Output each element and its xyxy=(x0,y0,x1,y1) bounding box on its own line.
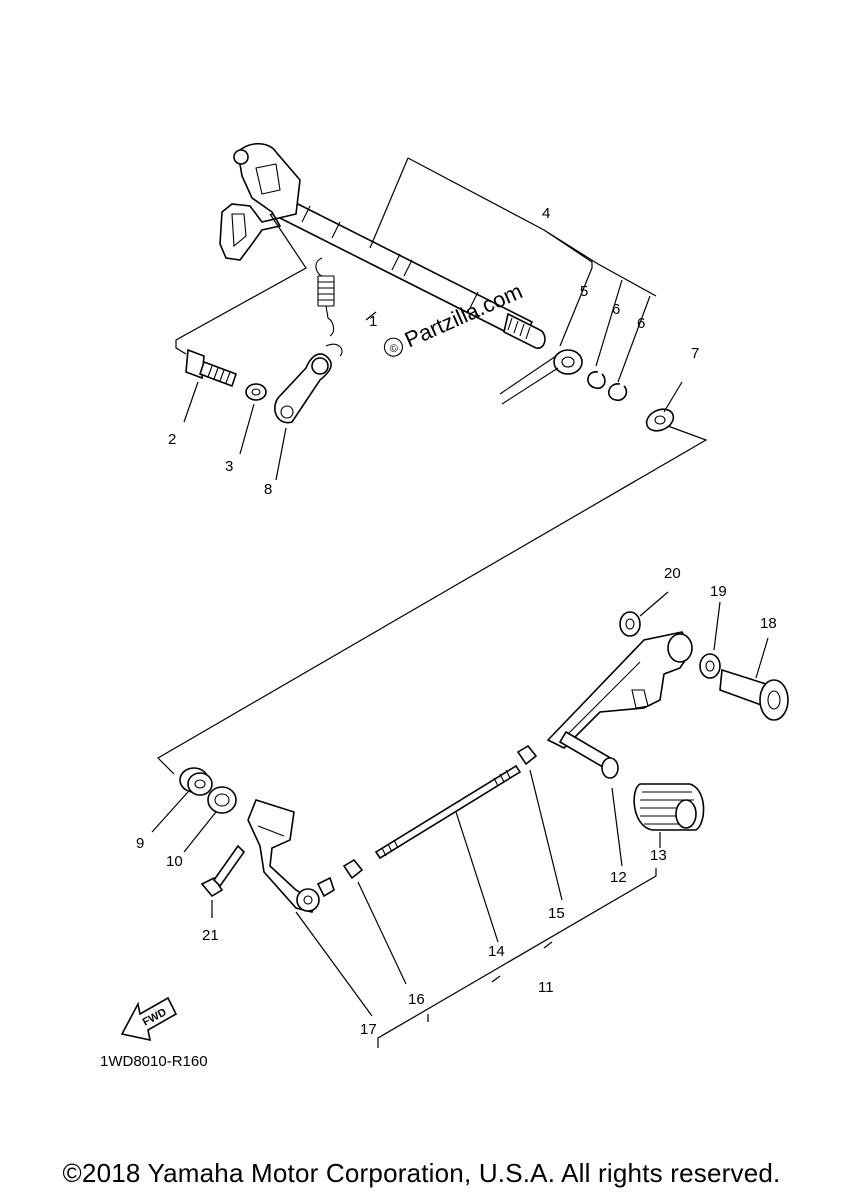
callout-21: 21 xyxy=(202,927,219,944)
part-13-rubber xyxy=(633,783,705,831)
part-16-nut xyxy=(342,858,364,880)
callout-3: 3 xyxy=(225,458,233,475)
callout-15: 15 xyxy=(548,905,565,922)
part-9-bushing xyxy=(179,767,213,796)
callout-10: 10 xyxy=(166,853,183,870)
part-8-stopper-lever xyxy=(274,343,343,424)
part-7-washer xyxy=(645,408,675,432)
shift-arm xyxy=(247,799,335,913)
callout-labels: 1 2 3 4 5 6 6 7 8 9 10 11 12 13 14 15 16… xyxy=(136,205,777,1038)
shift-shaft-assembly xyxy=(219,142,546,349)
part-14-shift-rod xyxy=(374,764,522,860)
part-12-shift-pedal xyxy=(546,631,693,779)
copyright-footer: ©2018 Yamaha Motor Corporation, U.S.A. A… xyxy=(62,1158,781,1188)
figure-code: 1WD8010-R160 xyxy=(100,1053,208,1070)
part-21-bolt xyxy=(200,844,246,898)
callout-20: 20 xyxy=(664,565,681,582)
callout-7: 7 xyxy=(691,345,699,362)
callout-5: 5 xyxy=(580,283,588,300)
leader-lines-lower xyxy=(151,591,769,1048)
callout-17: 17 xyxy=(360,1021,377,1038)
fwd-arrow-icon: FWD xyxy=(120,996,178,1042)
callout-6b: 6 xyxy=(637,315,645,332)
callout-18: 18 xyxy=(760,615,777,632)
callout-13: 13 xyxy=(650,847,667,864)
part-15-nut xyxy=(516,744,538,766)
callout-1: 1 xyxy=(369,313,377,330)
callout-8: 8 xyxy=(264,481,272,498)
part-18-pivot-bolt xyxy=(719,668,789,721)
part-1-spring xyxy=(315,257,335,337)
leader-lines-upper xyxy=(157,157,708,775)
callout-11: 11 xyxy=(538,979,554,996)
callout-9: 9 xyxy=(136,835,144,852)
part-6-circlips xyxy=(587,371,628,402)
callout-19: 19 xyxy=(710,583,727,600)
callout-2: 2 xyxy=(168,431,176,448)
part-2-bolt xyxy=(185,348,238,388)
callout-6a: 6 xyxy=(612,301,620,318)
callout-16: 16 xyxy=(408,991,425,1008)
callout-12: 12 xyxy=(610,869,627,886)
callout-14: 14 xyxy=(488,943,505,960)
callout-4: 4 xyxy=(542,205,550,222)
part-10-seal xyxy=(207,786,237,814)
part-19-washer xyxy=(699,653,721,679)
part-3-washer xyxy=(245,383,267,401)
part-20-washer xyxy=(619,611,641,637)
part-5-pin xyxy=(499,349,583,405)
